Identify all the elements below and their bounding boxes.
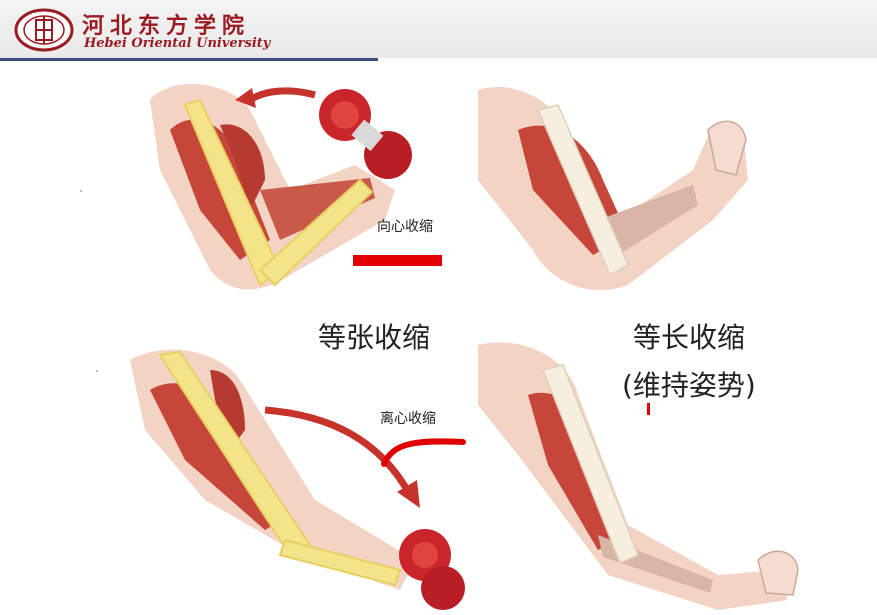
isometric-tick-annotation	[647, 403, 650, 415]
eccentric-curve-annotation	[381, 438, 466, 467]
isometric-sublabel: (维持姿势)	[622, 369, 756, 402]
concentric-underline-annotation	[353, 255, 442, 266]
header-bar: 河北东方学院 Hebei Oriental University	[0, 0, 877, 58]
speck	[96, 370, 98, 372]
speck	[80, 190, 82, 192]
concentric-arm-illustration	[150, 83, 412, 290]
university-name-cn: 河北东方学院	[82, 13, 251, 39]
concentric-label: 向心收缩	[377, 219, 433, 235]
isometric-flexed-arm-illustration	[478, 86, 748, 291]
university-name-en: Hebei Oriental University	[84, 36, 271, 51]
eccentric-label: 离心收缩	[380, 411, 436, 427]
isotonic-label: 等张收缩	[318, 321, 431, 354]
header-divider	[0, 58, 378, 61]
eccentric-arm-illustration	[130, 349, 465, 610]
isometric-label: 等长收缩	[633, 321, 746, 354]
university-seal-icon	[14, 8, 74, 52]
isometric-extended-arm-illustration	[478, 342, 799, 610]
